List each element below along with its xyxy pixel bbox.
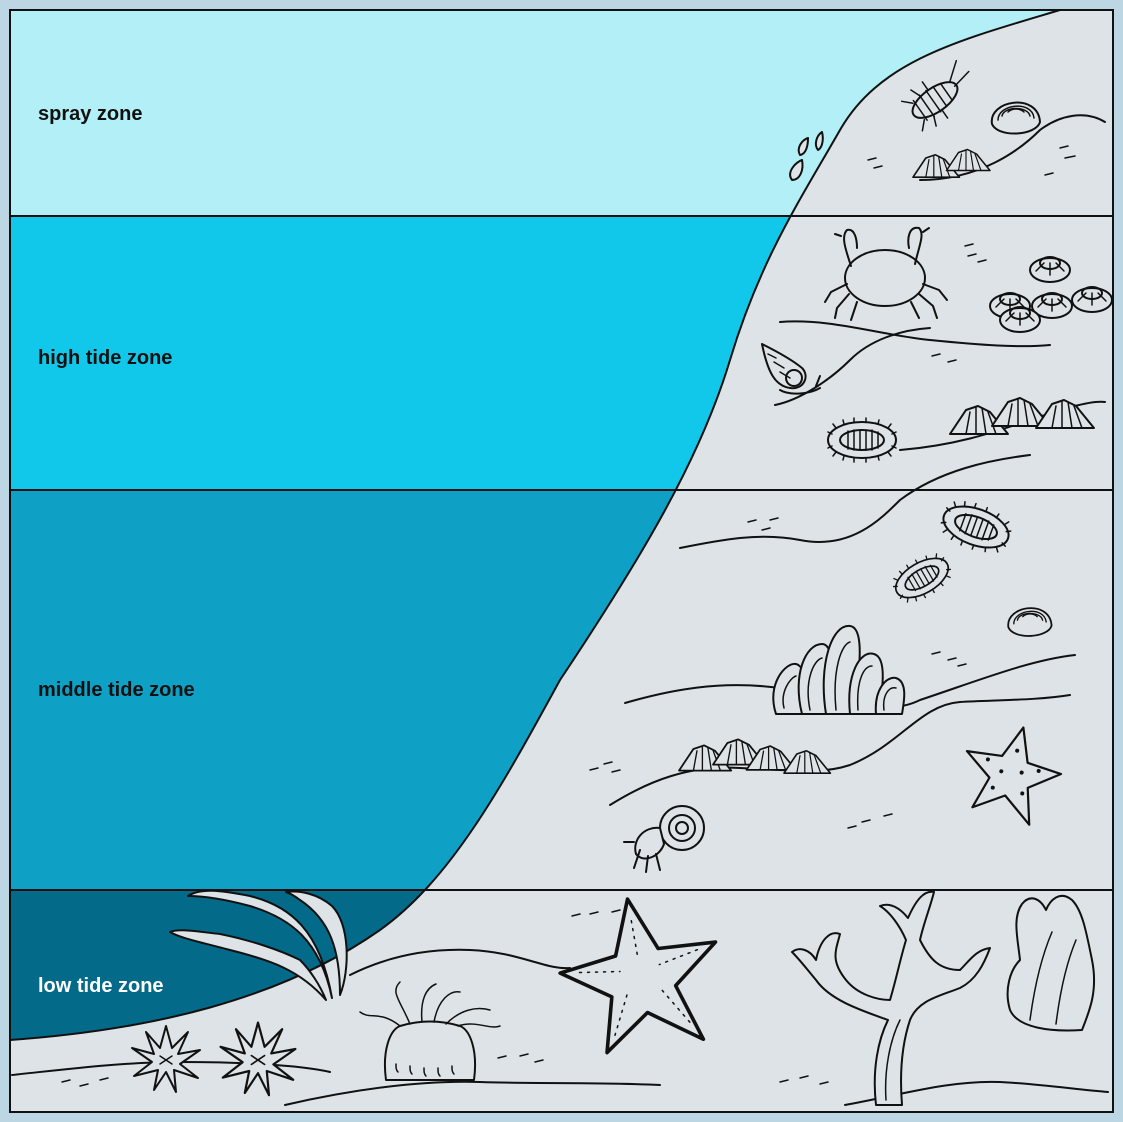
seaweed-icon [1008, 896, 1094, 1031]
spray-zone-label: spray zone [38, 103, 142, 125]
low-tide-zone-label: low tide zone [38, 975, 164, 997]
high-tide-zone-label: high tide zone [38, 347, 172, 369]
clam-icon [1008, 608, 1051, 636]
clam-icon [992, 103, 1040, 134]
middle-tide-zone-label: middle tide zone [38, 679, 195, 701]
